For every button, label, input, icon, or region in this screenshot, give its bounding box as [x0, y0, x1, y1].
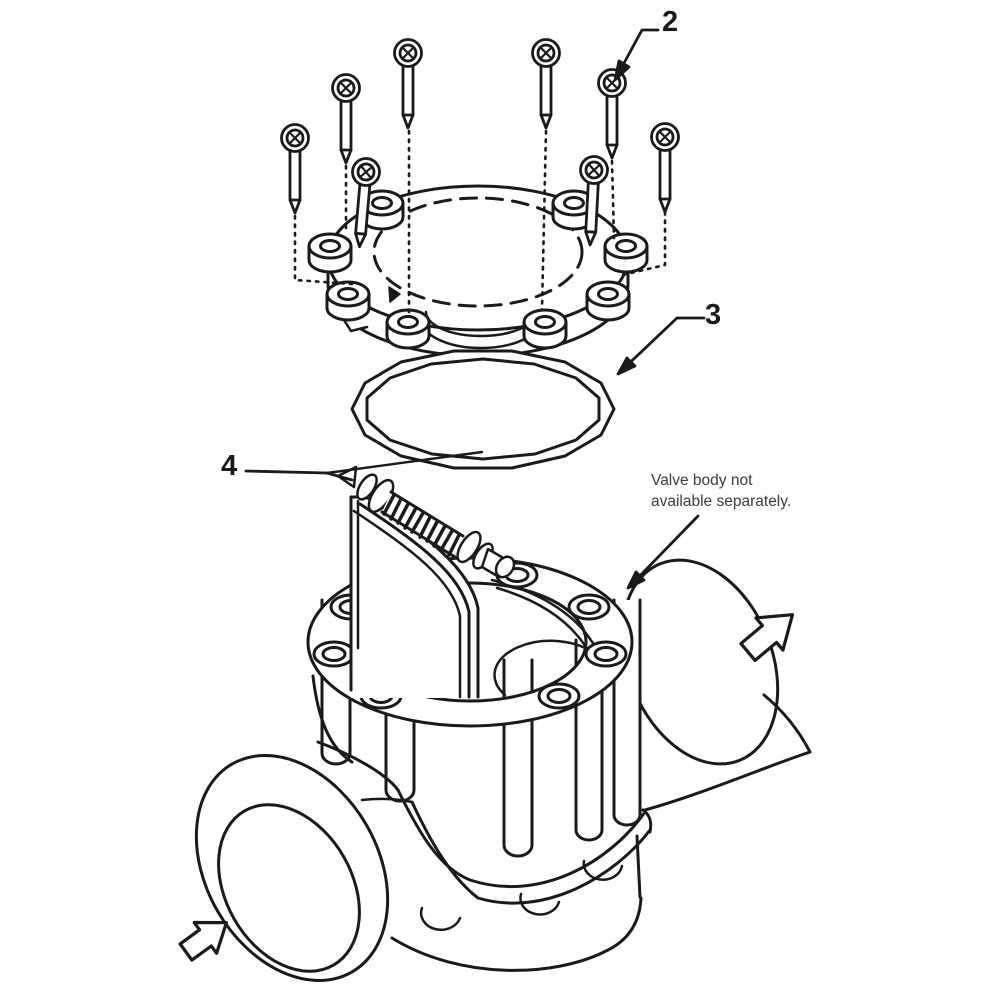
flow-arrow-outlet-icon — [739, 613, 795, 663]
phillips-screw-icon — [351, 157, 381, 249]
body-collar — [396, 788, 653, 932]
valve-cover — [307, 184, 649, 358]
phillips-screw-icon — [331, 73, 361, 165]
coil-spring — [380, 490, 465, 559]
phillips-screw-icon — [531, 38, 561, 130]
spring-assembly — [336, 465, 516, 579]
cover-bolt-boss — [307, 189, 649, 350]
diaphragm-seal-ring — [350, 349, 616, 470]
flow-arrow-inlet-icon — [178, 920, 229, 962]
screw-projection-lines — [293, 129, 667, 314]
phillips-screw-icon — [650, 122, 680, 214]
valve-body-note: Valve body not available separately. — [651, 472, 792, 510]
inlet-port — [194, 740, 414, 982]
phillips-screw-icon — [597, 68, 627, 160]
valve-body — [194, 556, 812, 982]
callout-3: 3 — [705, 299, 722, 331]
phillips-screw-icon — [579, 155, 609, 247]
phillips-screw-icon — [393, 38, 423, 130]
cover-screws — [280, 38, 680, 249]
callout-2: 2 — [662, 6, 679, 38]
leader-lines — [244, 28, 706, 590]
phillips-screw-icon — [280, 123, 310, 215]
callout-4: 4 — [221, 450, 238, 482]
